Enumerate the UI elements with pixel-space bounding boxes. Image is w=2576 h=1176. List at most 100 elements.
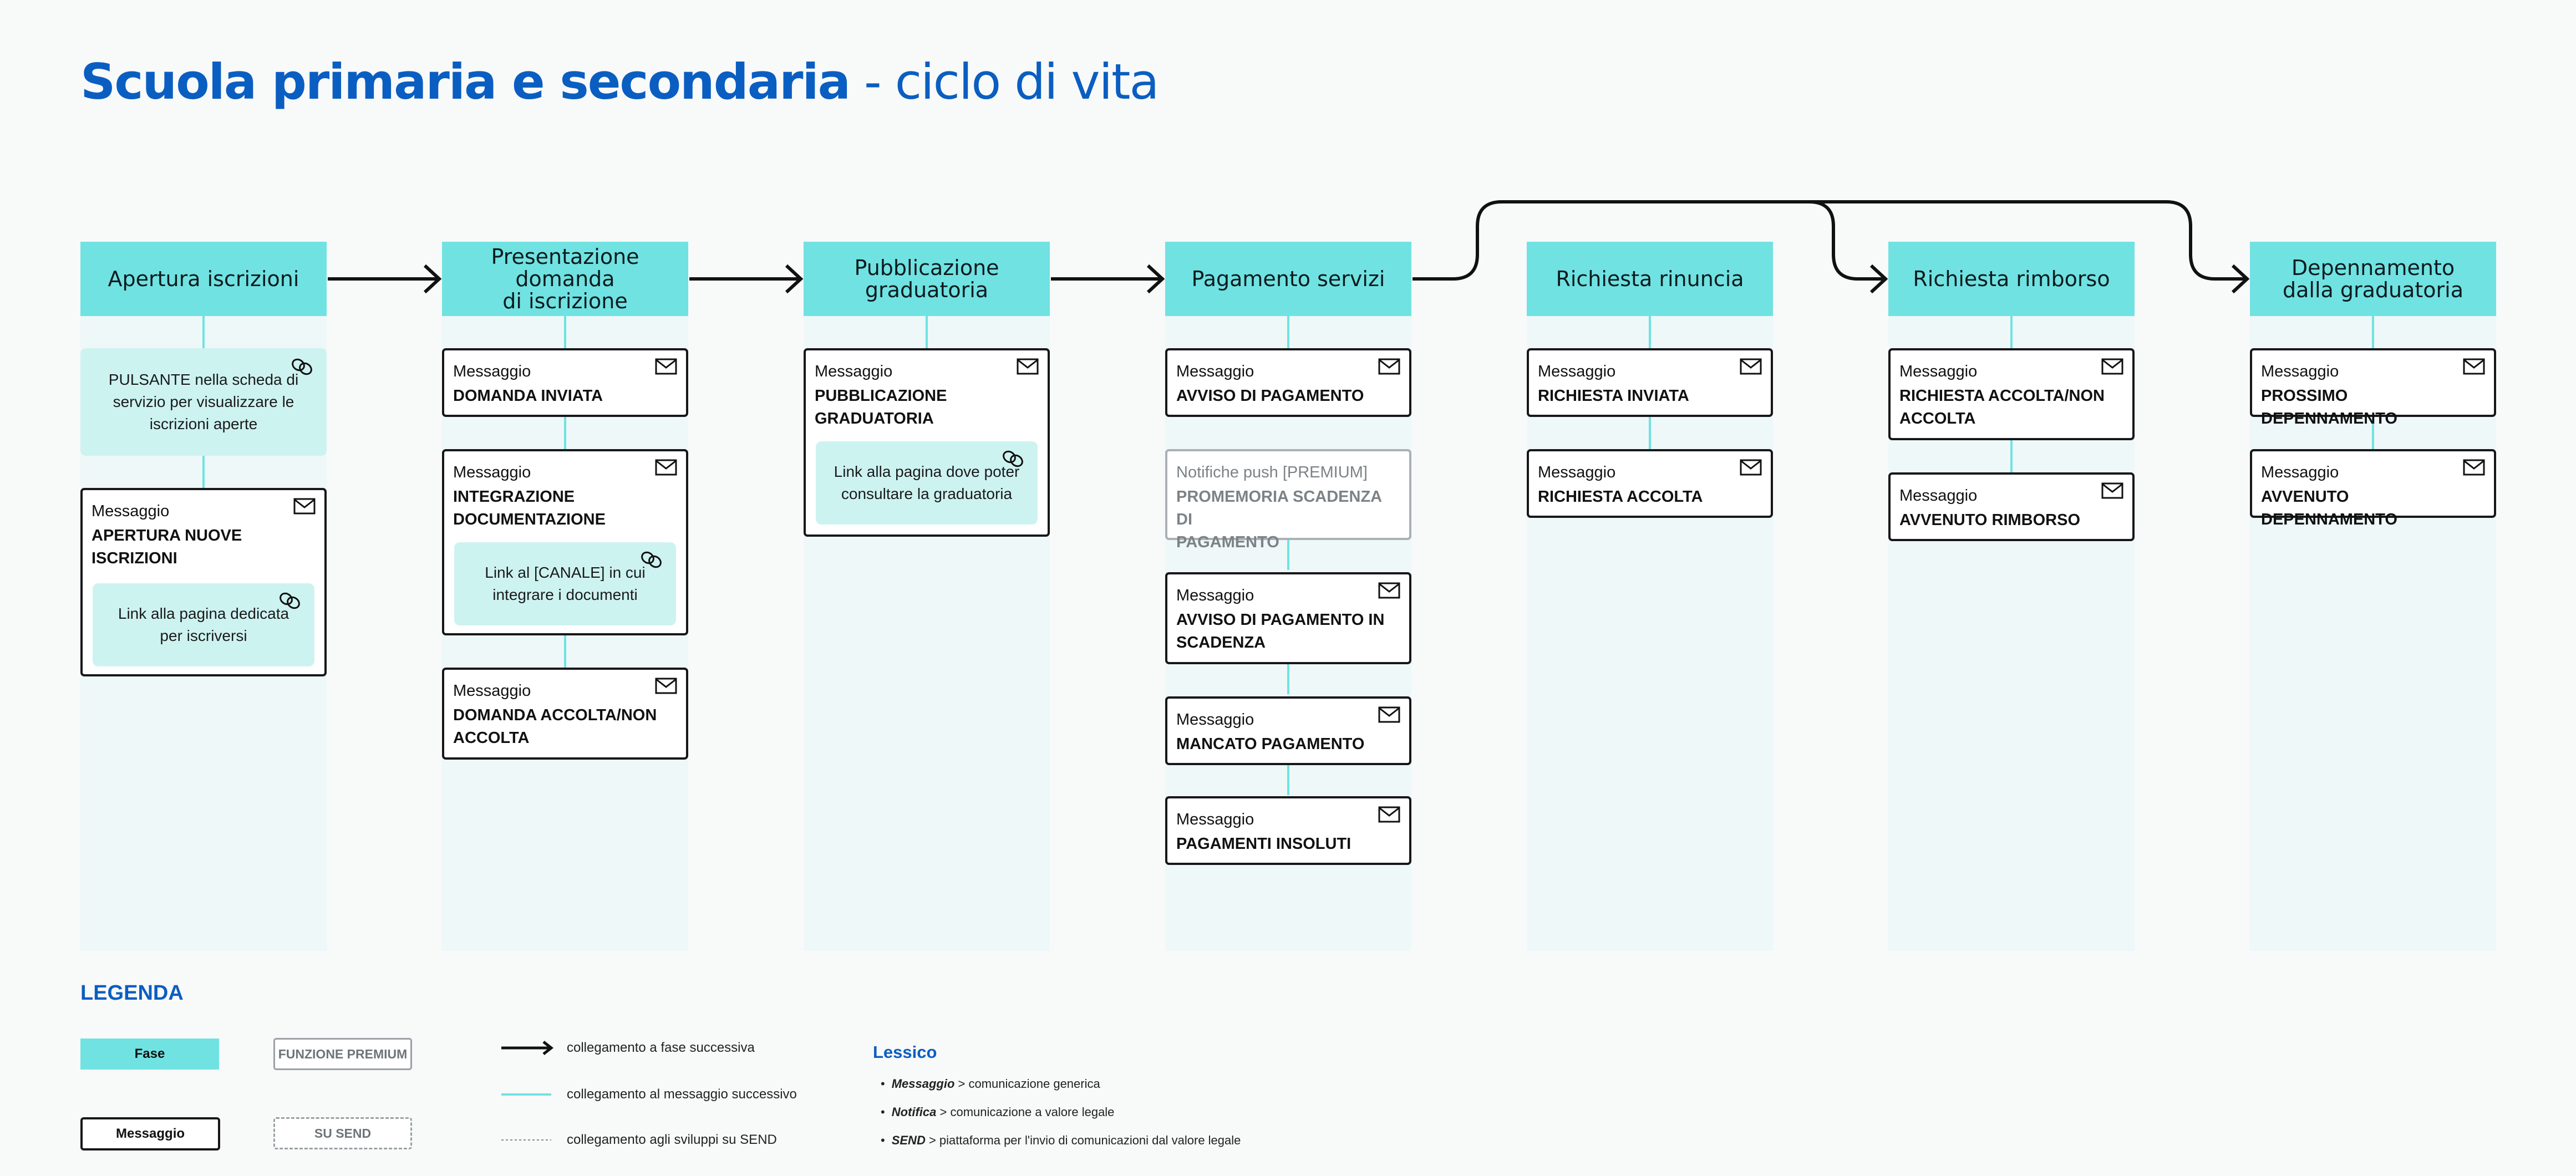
legend-title: LEGENDA	[80, 981, 184, 1005]
message-richiesta-accolta-non-accolta: Messaggio RICHIESTA ACCOLTA/NON ACCOLTA	[1888, 348, 2135, 440]
legend-funzione-premium: FUNZIONE PREMIUM	[273, 1038, 412, 1070]
arrowhead-rimborso	[1869, 264, 1888, 294]
message-label: Messaggio	[815, 363, 893, 380]
envelope-icon	[1740, 459, 1762, 476]
phase-label: Richiesta rinuncia	[1556, 267, 1744, 291]
connector-line	[926, 316, 928, 348]
connector-line	[2010, 316, 2013, 348]
arrow-branch-rimborso	[1808, 200, 1884, 281]
message-title: AVVENUTO RIMBORSO	[1899, 511, 2081, 529]
page-title-bold: Scuola primaria e secondaria	[80, 53, 851, 110]
legend-line-desc: collegamento al messaggio successivo	[567, 1087, 797, 1102]
message-label: Messaggio	[453, 363, 531, 380]
connector-line	[1649, 417, 1651, 449]
lessico-desc: > comunicazione a valore legale	[936, 1105, 1115, 1119]
connector-line	[1649, 316, 1651, 348]
pulsante-link-box[interactable]: PULSANTE nella scheda di servizio per vi…	[80, 348, 327, 456]
pulsante-link-text: PULSANTE nella scheda di servizio per vi…	[108, 371, 299, 432]
phase-label: Depennamento dalla graduatoria	[2282, 256, 2464, 302]
phase-label: Richiesta rimborso	[1913, 267, 2110, 291]
envelope-icon	[655, 358, 677, 375]
phase-presentazione-domanda: Presentazione domanda di iscrizione	[442, 242, 688, 316]
envelope-icon	[655, 459, 677, 476]
message-label: Messaggio	[453, 464, 531, 481]
envelope-icon	[1378, 582, 1400, 599]
envelope-icon	[1740, 358, 1762, 375]
link-pagina-iscriversi[interactable]: Link alla pagina dedicata per iscriversi	[93, 583, 314, 666]
message-prossimo-depennamento: Messaggio PROSSIMO DEPENNAMENTO	[2250, 348, 2496, 427]
legend-line-samples	[501, 1041, 554, 1141]
envelope-icon	[1378, 806, 1400, 823]
lessico-item-notifica: Notifica > comunicazione a valore legale	[881, 1105, 1115, 1119]
message-label: Notifiche push [PREMIUM]	[1176, 464, 1368, 481]
link-icon	[280, 592, 300, 609]
envelope-icon	[1017, 358, 1039, 375]
connector-line	[564, 417, 566, 449]
message-avvenuto-depennamento: Messaggio AVVENUTO DEPENNAMENTO	[2250, 449, 2496, 528]
message-label: Messaggio	[1899, 487, 1978, 505]
push-promemoria-scadenza: Notifiche push [PREMIUM] PROMEMORIA SCAD…	[1165, 449, 1411, 551]
legend-arrow-sample	[501, 1041, 554, 1055]
message-title: APERTURA NUOVE ISCRIZIONI	[92, 527, 242, 567]
lessico-item-messaggio: Messaggio > comunicazione generica	[881, 1077, 1100, 1091]
legend-dotted-desc: collegamento agli sviluppi su SEND	[567, 1132, 777, 1147]
connector-line	[564, 316, 566, 348]
phase-label: Presentazione domanda di iscrizione	[491, 245, 639, 313]
message-label: Messaggio	[1176, 711, 1254, 729]
envelope-icon	[1378, 706, 1400, 723]
phase-label: Pagamento servizi	[1191, 267, 1385, 291]
envelope-icon	[2463, 459, 2485, 476]
message-label: Messaggio	[453, 682, 531, 700]
message-title: RICHIESTA ACCOLTA	[1538, 488, 1703, 506]
message-title: PUBBLICAZIONE GRADUATORIA	[815, 387, 947, 427]
envelope-icon	[1378, 358, 1400, 375]
phase-richiesta-rinuncia: Richiesta rinuncia	[1527, 242, 1773, 316]
phase-label: Pubblicazione graduatoria	[854, 256, 999, 302]
message-title: AVVENUTO DEPENNAMENTO	[2261, 488, 2397, 528]
arrow-to-pubblicazione	[689, 264, 804, 294]
envelope-icon	[2101, 482, 2123, 499]
lessico-term: Notifica	[891, 1105, 937, 1119]
connector-line	[564, 635, 566, 668]
legend-arrow-desc: collegamento a fase successiva	[567, 1040, 755, 1055]
envelope-icon	[655, 678, 677, 694]
envelope-icon	[293, 498, 316, 515]
legend-fase: Fase	[80, 1038, 219, 1070]
message-integrazione-documentazione: Messaggio INTEGRAZIONE DOCUMENTAZIONE Li…	[442, 449, 688, 635]
message-avviso-di-pagamento: Messaggio AVVISO DI PAGAMENTO	[1165, 348, 1411, 417]
message-richiesta-inviata: Messaggio RICHIESTA INVIATA	[1527, 348, 1773, 417]
message-pagamenti-insoluti: Messaggio PAGAMENTI INSOLUTI	[1165, 796, 1411, 865]
phase-arrows	[328, 200, 2250, 294]
arrow-to-rimborso-and-depennamento	[1413, 200, 2246, 281]
message-title: DOMANDA INVIATA	[453, 387, 603, 405]
envelope-icon	[2463, 358, 2485, 375]
message-title: RICHIESTA ACCOLTA/NON ACCOLTA	[1899, 387, 2105, 427]
message-domanda-inviata: Messaggio DOMANDA INVIATA	[442, 348, 688, 417]
message-title: INTEGRAZIONE DOCUMENTAZIONE	[453, 488, 606, 528]
message-title: AVVISO DI PAGAMENTO IN SCADENZA	[1176, 611, 1385, 651]
message-pubblicazione-graduatoria: Messaggio PUBBLICAZIONE GRADUATORIA Link…	[804, 348, 1050, 537]
link-text: Link alla pagina dove poter consultare l…	[834, 463, 1020, 502]
phase-pagamento-servizi: Pagamento servizi	[1165, 242, 1411, 316]
link-canale-documenti[interactable]: Link al [CANALE] in cui integrare i docu…	[454, 542, 676, 625]
connector-line	[202, 316, 205, 348]
connector-line	[1287, 763, 1289, 795]
page-title: Scuola primaria e secondaria - ciclo di …	[80, 53, 1159, 110]
link-text: Link alla pagina dedicata per iscriversi	[118, 605, 289, 644]
link-icon	[292, 358, 312, 375]
message-mancato-pagamento: Messaggio MANCATO PAGAMENTO	[1165, 696, 1411, 765]
message-title: DOMANDA ACCOLTA/NON ACCOLTA	[453, 706, 657, 747]
phase-richiesta-rimborso: Richiesta rimborso	[1888, 242, 2135, 316]
arrow-to-presentazione	[328, 264, 442, 294]
phase-depennamento: Depennamento dalla graduatoria	[2250, 242, 2496, 316]
message-title: MANCATO PAGAMENTO	[1176, 735, 1365, 753]
lessico-title: Lessico	[873, 1042, 937, 1062]
lessico-term: Messaggio	[891, 1077, 955, 1091]
arrowhead-depennamento	[2231, 264, 2250, 294]
message-label: Messaggio	[1176, 811, 1254, 828]
message-apertura-nuove-iscrizioni: Messaggio APERTURA NUOVE ISCRIZIONI Link…	[80, 488, 327, 676]
phase-pubblicazione-graduatoria: Pubblicazione graduatoria	[804, 242, 1050, 316]
link-consultare-graduatoria[interactable]: Link alla pagina dove poter consultare l…	[816, 441, 1038, 525]
message-label: Messaggio	[1538, 464, 1616, 481]
